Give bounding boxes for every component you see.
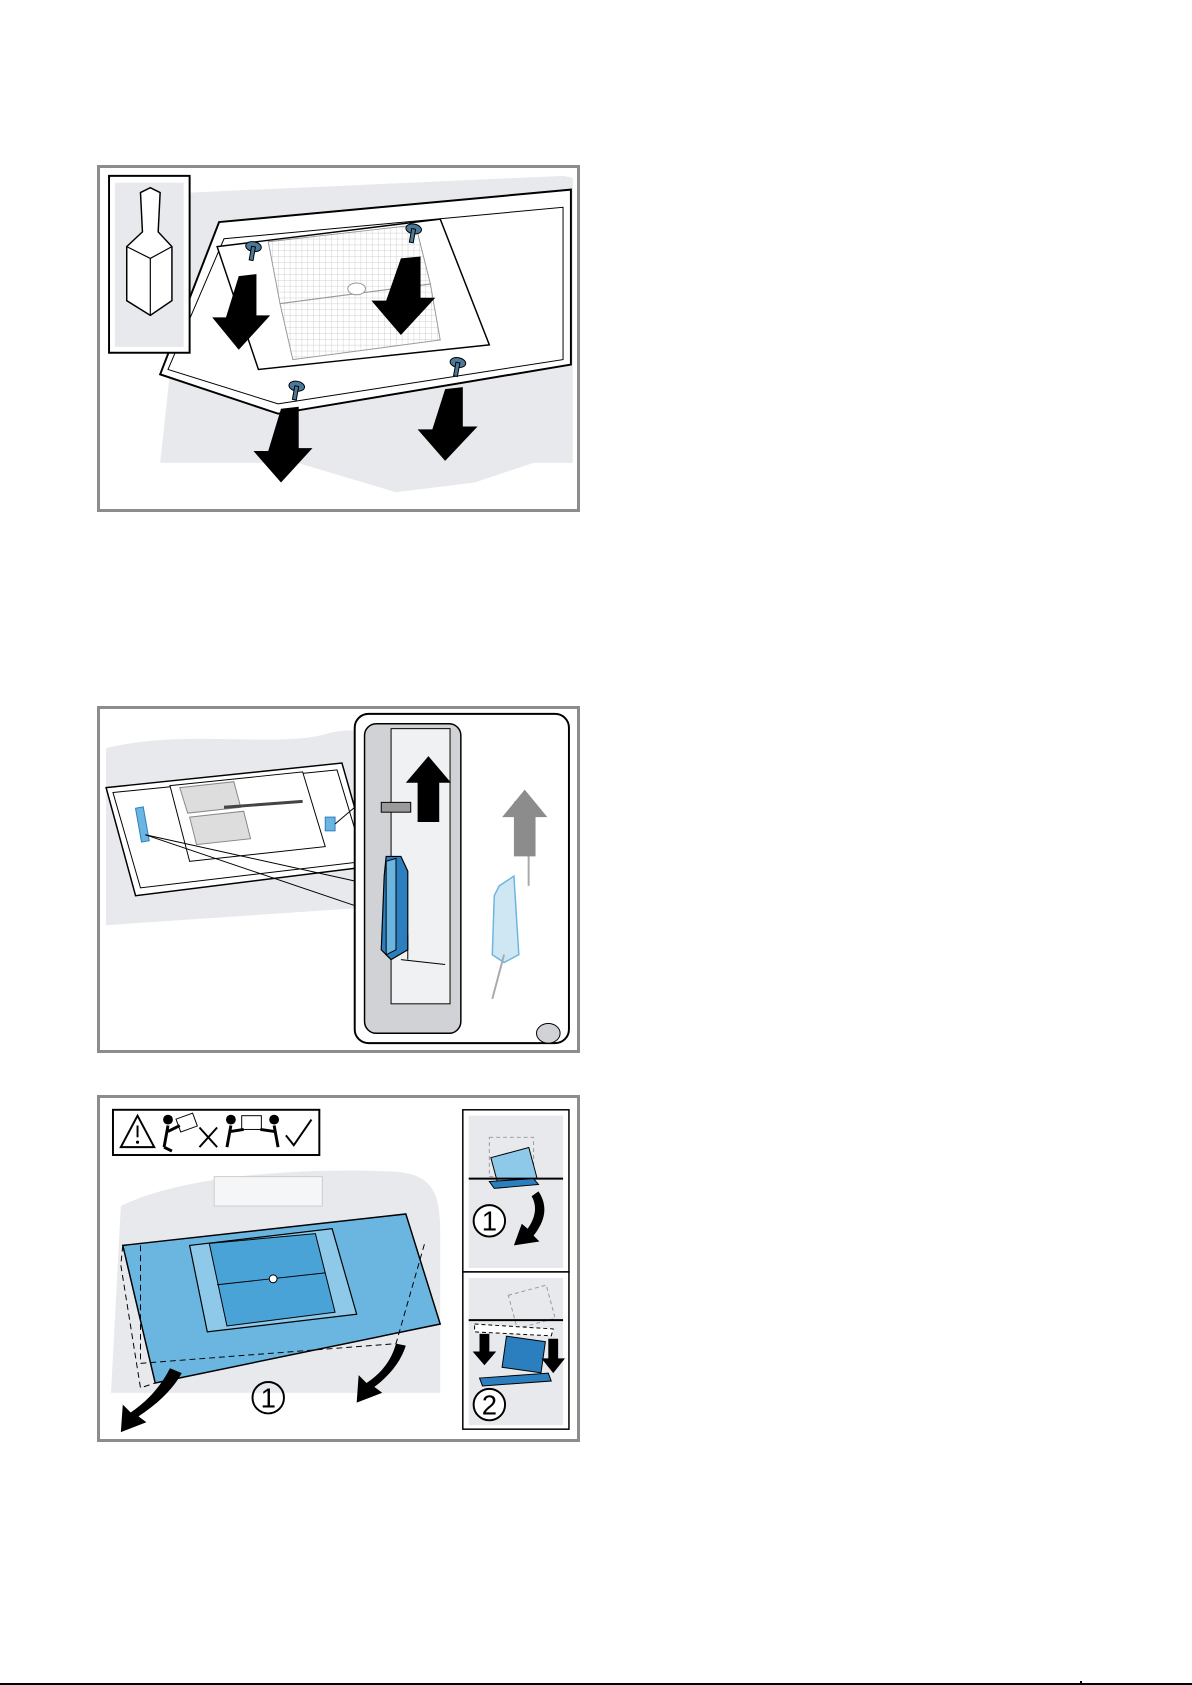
svg-text:1: 1 bbox=[261, 1383, 276, 1414]
svg-text:1: 1 bbox=[482, 1206, 497, 1237]
footer-tick bbox=[1080, 1681, 1082, 1685]
step-label-main: 1 bbox=[253, 1382, 284, 1414]
figure-release-clips bbox=[97, 706, 580, 1053]
two-person-lift-icon bbox=[113, 1110, 319, 1155]
svg-text:2: 2 bbox=[482, 1389, 497, 1420]
figure-lower-panel: 1 1 2 bbox=[97, 1095, 580, 1442]
step-inset-top: 1 bbox=[463, 1110, 569, 1272]
step-inset-bottom: 2 bbox=[463, 1272, 569, 1429]
figure-remove-screws bbox=[97, 165, 580, 512]
torx-bit-icon bbox=[109, 176, 190, 353]
